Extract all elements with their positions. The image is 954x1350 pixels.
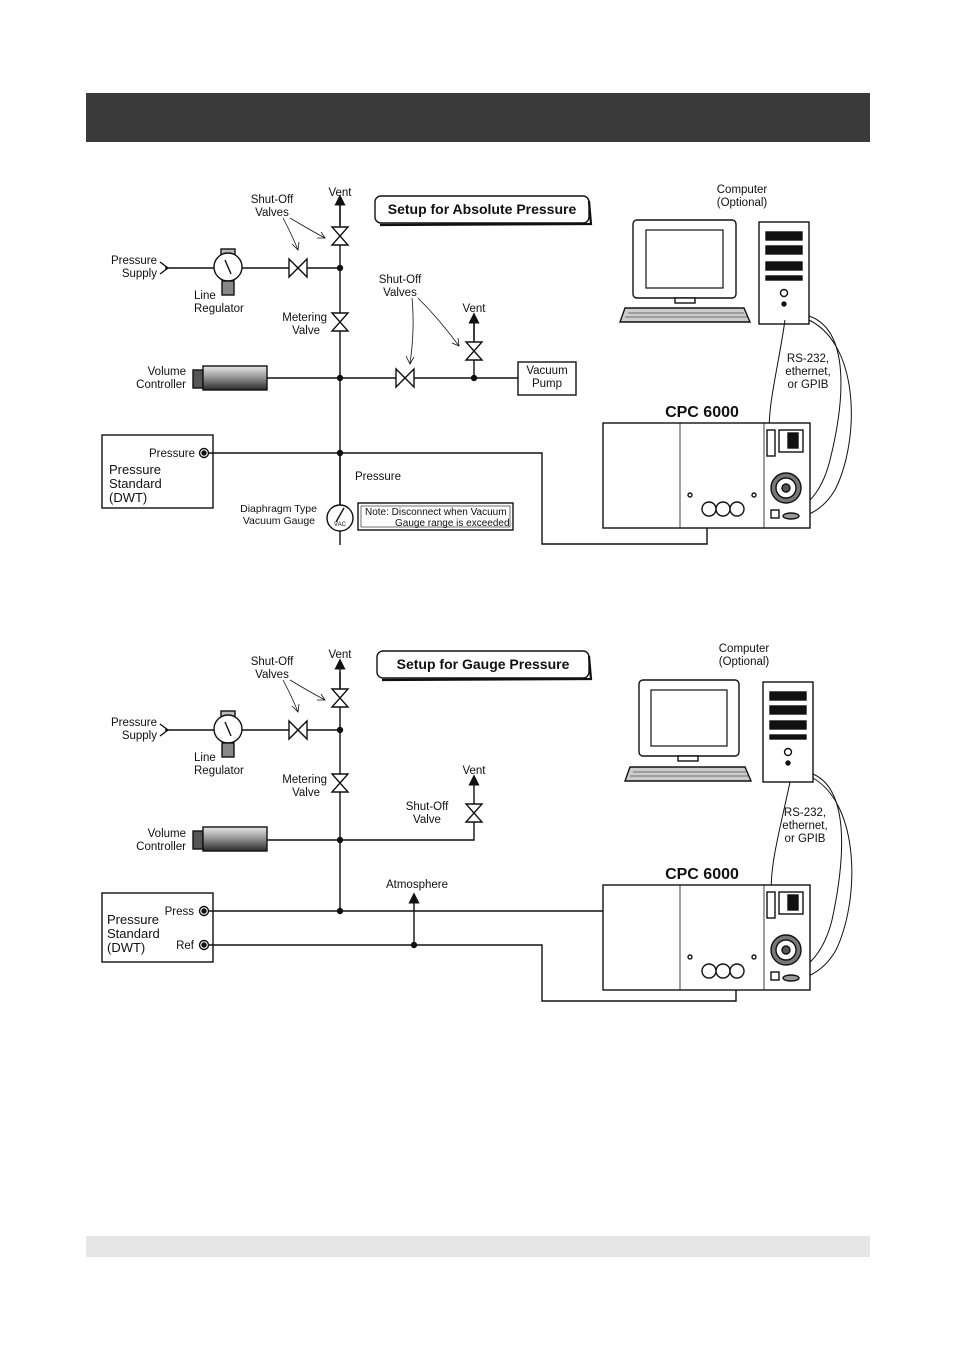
computer-tower-icon — [758, 221, 810, 325]
volume-controller — [192, 826, 268, 852]
cpc6000-unit — [602, 884, 811, 991]
line-regulator — [213, 248, 243, 296]
diagram-title: Setup for Gauge Pressure — [397, 656, 570, 672]
metering-valve-line2: Valve — [292, 325, 320, 337]
metering-valve-line1: Metering — [282, 312, 327, 324]
note-line1: Note: Disconnect when Vacuum — [365, 507, 507, 518]
pressure-supply-line2: Supply — [122, 268, 157, 280]
supply-shutoff-valve — [288, 257, 308, 279]
metering-valve — [330, 312, 350, 332]
shutoff-valves-label-line2: Valves — [255, 207, 289, 219]
pressure-standard-dwt — [101, 892, 214, 963]
metering-valve-line1: Metering — [282, 774, 327, 786]
atmosphere-label: Atmosphere — [386, 879, 448, 891]
pressure-line-label: Pressure — [355, 471, 401, 483]
shutoff-valves-label-line2: Valves — [255, 669, 289, 681]
vent-mid-label: Vent — [462, 303, 486, 315]
dwt-name-line3: (DWT) — [109, 490, 147, 505]
computer-line1: Computer — [719, 643, 770, 655]
computer-monitor-icon — [624, 679, 753, 782]
title-box-absolute: Setup for Absolute Pressure — [374, 195, 593, 227]
vacuum-pump — [517, 361, 577, 396]
dwt-name-line2: Standard — [107, 926, 160, 941]
dwt-port-label: Pressure — [149, 448, 195, 460]
interfaces-line1: RS-232, — [787, 353, 829, 365]
vent-top-label: Vent — [328, 649, 352, 661]
note-line2: Gauge range is exceeded — [395, 518, 510, 529]
computer-line2: (Optional) — [717, 197, 768, 209]
vent-mid-label: Vent — [462, 765, 486, 777]
shutoff-valve-mid-line1: Shut-Off — [406, 801, 449, 813]
dwt-name-line1: Pressure — [107, 912, 159, 927]
computer-line2: (Optional) — [719, 656, 770, 668]
dwt-port-press: Press — [165, 906, 195, 918]
pressure-supply-line1: Pressure — [111, 255, 157, 267]
volume-controller — [192, 365, 268, 391]
computer-tower-icon — [762, 681, 814, 783]
dwt-name-line2: Standard — [109, 476, 162, 491]
metering-valve — [330, 773, 350, 793]
shutoff-valve-mid-line2: Valve — [413, 814, 441, 826]
interfaces-line3: or GPIB — [788, 379, 829, 391]
volume-controller-line2: Controller — [136, 841, 186, 853]
dwt-name-line1: Pressure — [109, 462, 161, 477]
shutoff-valves-mid-line1: Shut-Off — [379, 274, 422, 286]
vent-mid-shutoff-valve — [464, 341, 484, 361]
line-regulator-line2: Regulator — [194, 765, 244, 777]
vent-top-label: Vent — [328, 187, 352, 199]
interfaces-line2: ethernet, — [782, 820, 827, 832]
volume-controller-line1: Volume — [148, 828, 186, 840]
pressure-supply-line2: Supply — [122, 730, 157, 742]
gauge-pressure-diagram: Setup for Gauge Pressure Vent Shut-Off V… — [101, 643, 853, 1002]
page-header-bar — [86, 93, 870, 142]
absolute-pressure-diagram: Setup for Absolute Pressure Vent Shut-Of… — [101, 184, 852, 545]
shutoff-valves-label-line1: Shut-Off — [251, 194, 294, 206]
supply-shutoff-valve — [288, 719, 308, 741]
metering-valve-line2: Valve — [292, 787, 320, 799]
dwt-port-ref: Ref — [176, 940, 195, 952]
vent-mid-shutoff-valve — [464, 803, 484, 823]
shutoff-valves-label-line1: Shut-Off — [251, 656, 294, 668]
interfaces-line1: RS-232, — [784, 807, 826, 819]
shutoff-valves-mid-line2: Valves — [383, 287, 417, 299]
note-box — [357, 502, 514, 531]
vac-label: VAC — [334, 522, 347, 528]
computer-monitor-icon — [619, 219, 752, 323]
line-regulator — [213, 710, 243, 758]
pressure-standard-dwt — [101, 434, 214, 509]
page-footer-bar — [86, 1236, 870, 1257]
dwt-name-line3: (DWT) — [107, 940, 145, 955]
volume-controller-line2: Controller — [136, 379, 186, 391]
diaphragm-vacuum-gauge — [326, 504, 354, 532]
vacuum-pump-line1: Vacuum — [526, 365, 567, 377]
line-regulator-line2: Regulator — [194, 303, 244, 315]
line-regulator-line1: Line — [194, 290, 216, 302]
vacuum-shutoff-valve — [395, 367, 415, 389]
volume-controller-line1: Volume — [148, 366, 186, 378]
pressure-supply-line1: Pressure — [111, 717, 157, 729]
computer-line1: Computer — [717, 184, 768, 196]
vacuum-pump-line2: Pump — [532, 378, 562, 390]
cpc6000-unit — [602, 422, 811, 529]
cpc-title: CPC 6000 — [665, 404, 739, 421]
vent-shutoff-valve — [330, 688, 350, 708]
title-box-gauge: Setup for Gauge Pressure — [376, 650, 593, 682]
interfaces-line2: ethernet, — [785, 366, 830, 378]
diaphragm-gauge-line1: Diaphragm Type — [240, 503, 317, 515]
interfaces-line3: or GPIB — [785, 833, 826, 845]
diagram-title: Setup for Absolute Pressure — [388, 201, 577, 217]
vent-shutoff-valve — [330, 226, 350, 246]
diaphragm-gauge-line2: Vacuum Gauge — [243, 515, 315, 527]
cpc-title: CPC 6000 — [665, 866, 739, 883]
line-regulator-line1: Line — [194, 752, 216, 764]
